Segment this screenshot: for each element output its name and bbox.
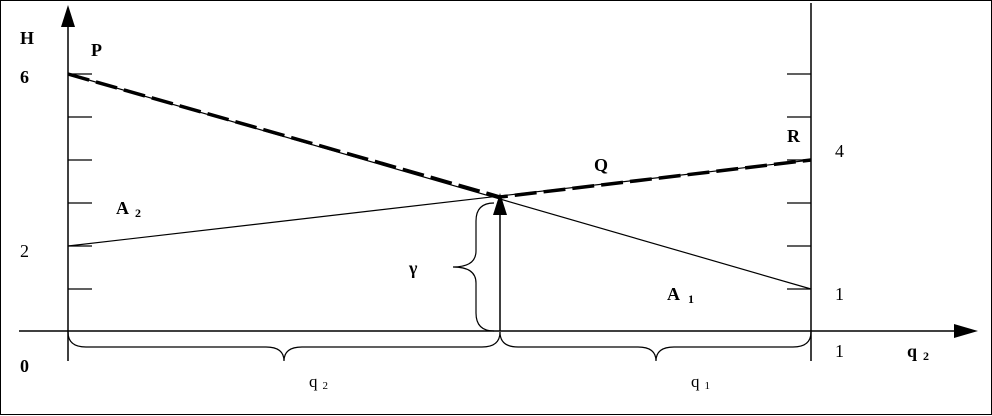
point-p-label: P (91, 40, 102, 60)
point-r-label: R (787, 126, 801, 146)
region-a1-subscript: 1 (688, 292, 694, 306)
brace-q2-subscript: 2 (323, 380, 329, 392)
origin-label: 0 (20, 356, 29, 376)
x-axis-letter: q (907, 341, 917, 361)
gamma-brace (452, 202, 495, 332)
right-tick-label-4: 4 (835, 141, 844, 161)
y-axis-label: H (20, 28, 34, 48)
dashed-envelope (67, 72, 812, 199)
right-tick-label-1-top: 1 (835, 284, 844, 304)
tick-label-2: 2 (20, 241, 29, 261)
brace-q1 (499, 331, 812, 362)
brace-q1-subscript: 1 (705, 380, 711, 392)
y-axis-arrowhead (61, 5, 75, 27)
left-ticks (68, 73, 92, 290)
tick-label-6: 6 (20, 67, 29, 87)
region-a2-subscript: 2 (135, 206, 141, 220)
intersection-arrowhead (493, 193, 507, 215)
x-axis-subscript: 2 (923, 349, 929, 363)
point-q-label: Q (594, 155, 608, 175)
region-a2-letter: A (116, 198, 129, 218)
brace-q2-letter: q (309, 372, 318, 391)
line-left-2-to-r (67, 159, 812, 247)
right-ticks (787, 73, 811, 290)
brace-q1-letter: q (691, 372, 700, 391)
gamma-label: γ (408, 258, 418, 278)
region-a1-letter: A (667, 284, 680, 304)
brace-q2 (67, 331, 501, 362)
x-axis-arrowhead (954, 324, 978, 338)
right-tick-label-1-bottom: 1 (835, 341, 844, 361)
